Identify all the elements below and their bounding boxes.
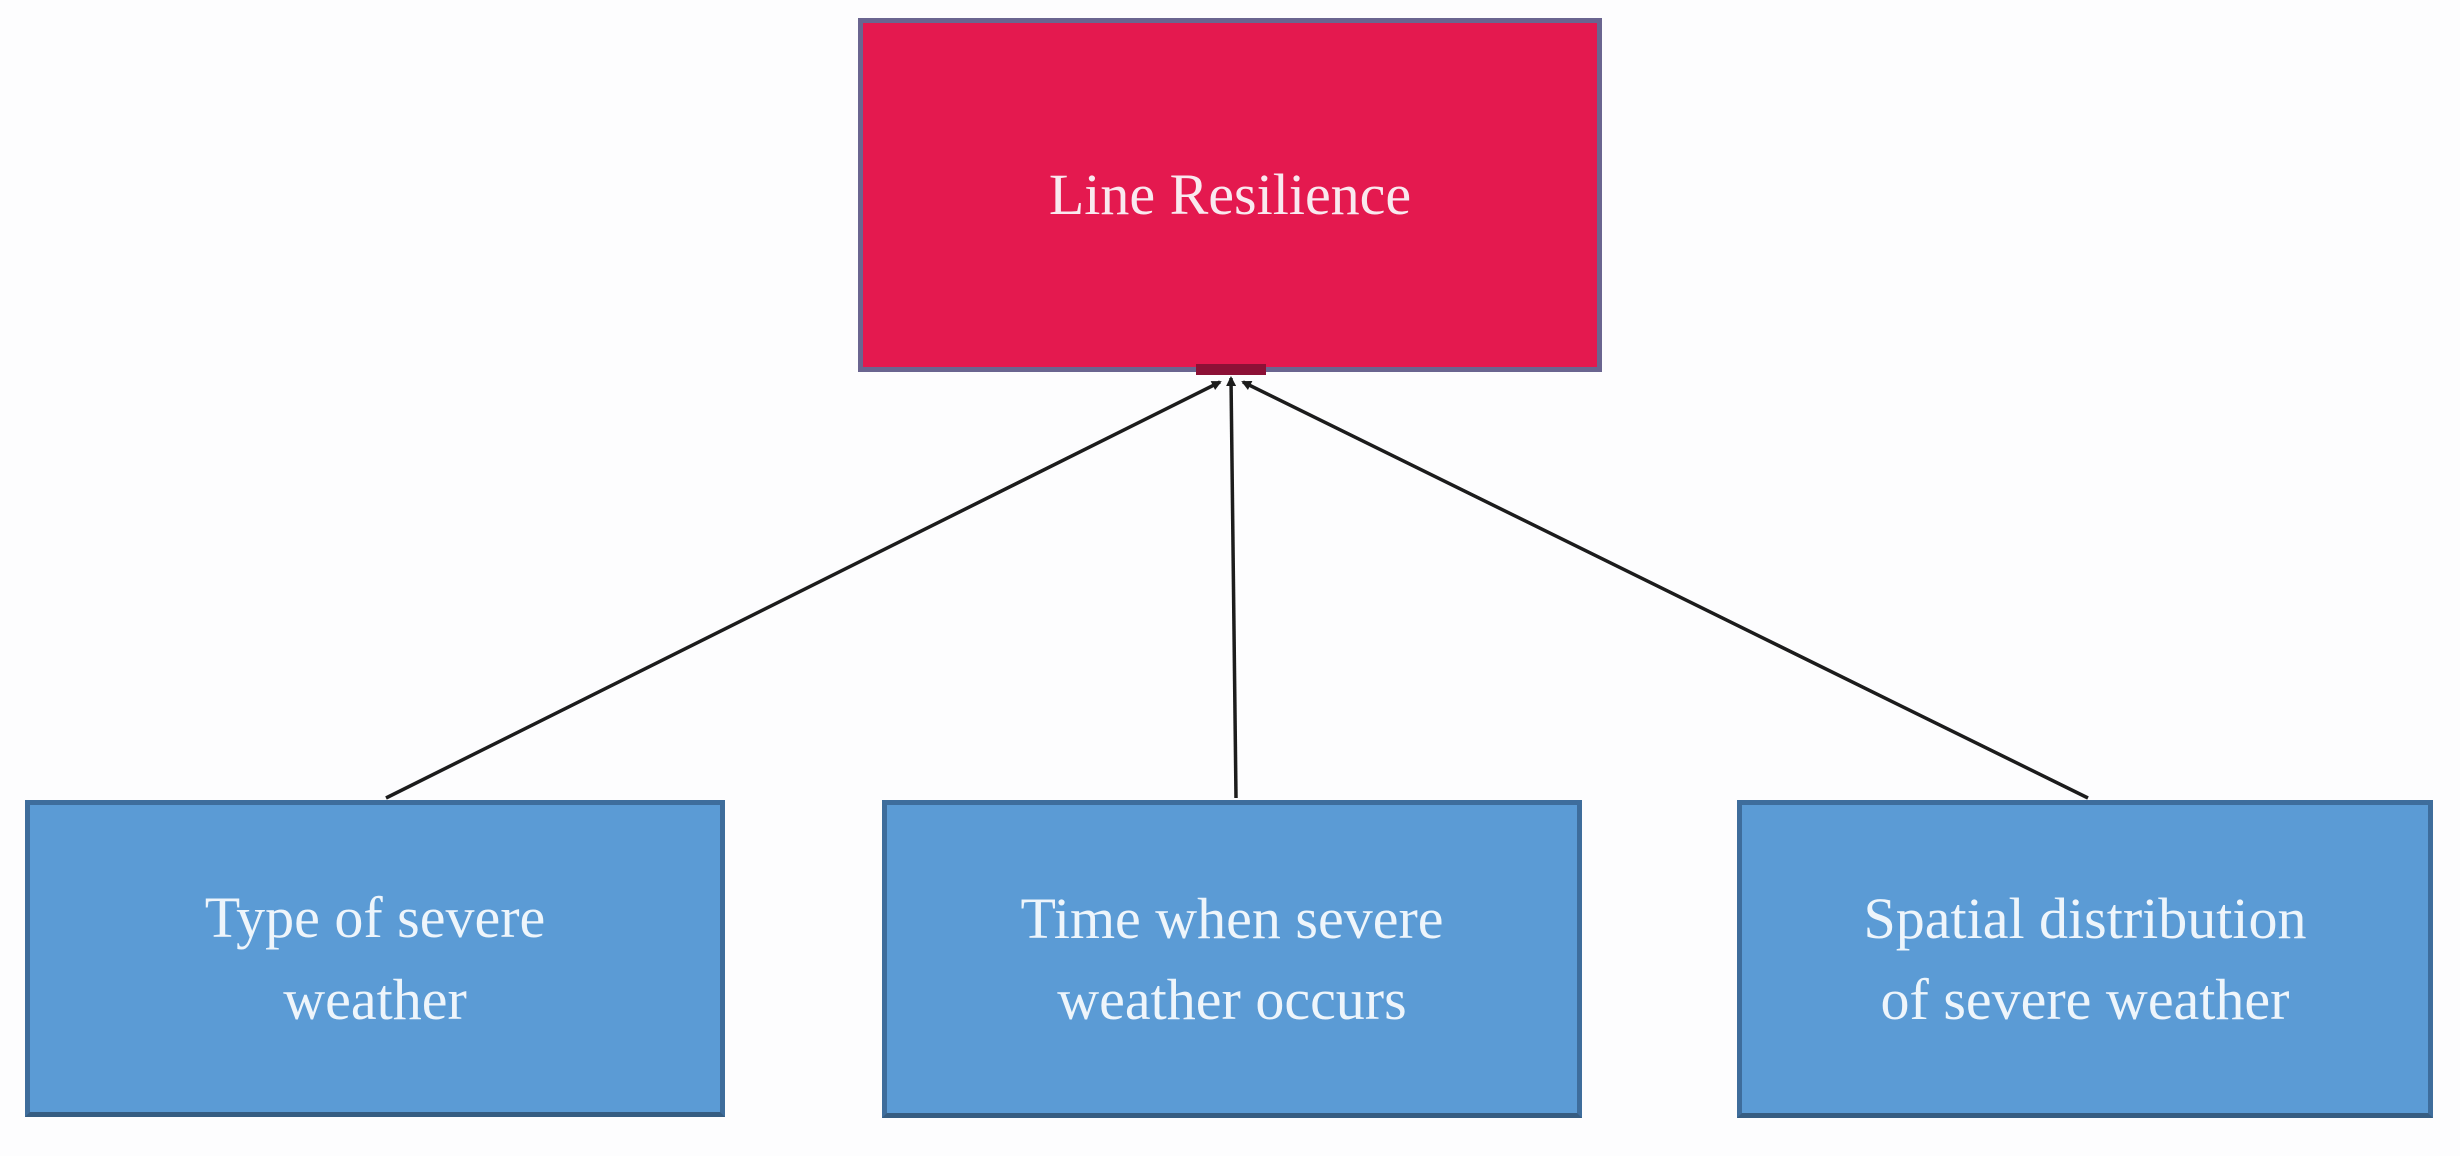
node-spatial-distribution-line2: of severe weather	[1880, 967, 2290, 1032]
node-time-when-severe-weather-occurs-line2: weather occurs	[1057, 967, 1407, 1032]
node-time-when-severe-weather-occurs: Time when severe weather occurs	[882, 800, 1582, 1118]
arrow-from-time-when-severe-weather-occurs	[1226, 376, 1238, 799]
node-type-of-severe-weather-line2: weather	[283, 966, 467, 1032]
node-type-of-severe-weather: Type of severe weather	[25, 800, 725, 1117]
node-time-when-severe-weather-occurs-line1: Time when severe	[1020, 885, 1444, 951]
node-line-resilience: Line Resilience	[858, 18, 1602, 372]
node-type-of-severe-weather-line1: Type of severe	[204, 885, 546, 951]
node-spatial-distribution-line1: Spatial distribution	[1863, 885, 2307, 951]
node-line-resilience-label: Line Resilience	[1048, 162, 1412, 228]
node-spatial-distribution-of-severe-weather: Spatial distribution of severe weather	[1737, 800, 2433, 1118]
arrow-from-type-of-severe-weather	[385, 380, 1222, 800]
arrow-from-spatial-distribution	[1241, 380, 2089, 800]
